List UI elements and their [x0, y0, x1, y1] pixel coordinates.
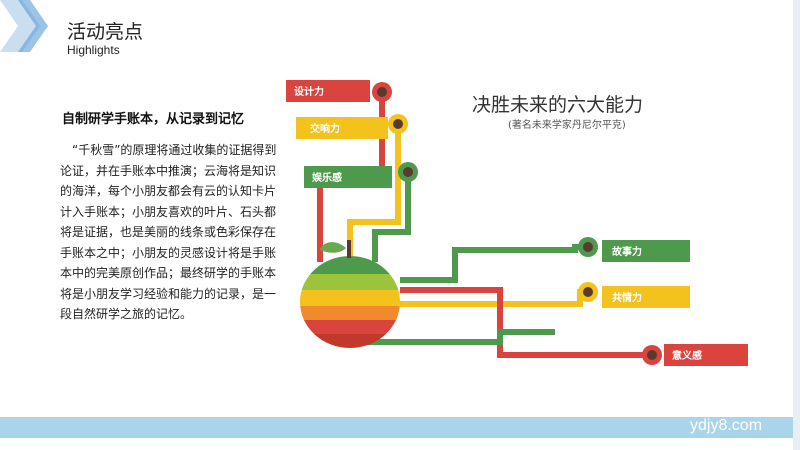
- article-title: 自制研学手账本，从记录到记忆: [62, 112, 245, 127]
- label-box-story: [602, 240, 690, 262]
- connector-meaning: [400, 287, 660, 358]
- ability-label-story: 故事力: [612, 245, 642, 258]
- label-box-symphony: [296, 117, 388, 139]
- node-design: [372, 82, 392, 102]
- label-box-design: [286, 80, 370, 102]
- ability-label-symphony: 交响力: [310, 122, 340, 135]
- right-edge-strip: [793, 0, 800, 450]
- diagram-title: 决胜未来的六大能力: [472, 94, 644, 116]
- connector-symphony: [347, 124, 401, 257]
- label-box-meaning: [664, 344, 748, 366]
- abilities-diagram: 设计力 交响力 娱乐感 故事力 共情力 意义感: [286, 80, 748, 366]
- ability-label-design: 设计力: [294, 85, 324, 98]
- footer-bar: [0, 417, 800, 438]
- node-empathy: [578, 282, 598, 302]
- node-play: [398, 162, 418, 182]
- node-symphony: [388, 114, 408, 134]
- ability-label-empathy: 共情力: [612, 291, 642, 304]
- page-subtitle: Highlights: [67, 43, 120, 57]
- apple-icon: [300, 240, 400, 348]
- watermark: ydjy8.com: [690, 417, 763, 434]
- diagram-source: (著名未来学家丹尼尔平克): [508, 120, 626, 131]
- ability-label-play: 娱乐感: [312, 171, 342, 184]
- page-title: 活动亮点: [67, 21, 144, 43]
- connector-story: [400, 244, 595, 283]
- node-meaning: [642, 345, 662, 365]
- node-story: [578, 237, 598, 257]
- ability-label-meaning: 意义感: [672, 349, 702, 362]
- label-box-empathy: [602, 286, 690, 308]
- corner-chevron-icon: [0, 0, 48, 52]
- article-body: “千秋雪”的原理将通过收集的证据得到论证，并在手账本中推演；云海将是知识的海洋，…: [60, 143, 277, 321]
- connector-play: [372, 172, 411, 262]
- label-box-play: [304, 166, 392, 188]
